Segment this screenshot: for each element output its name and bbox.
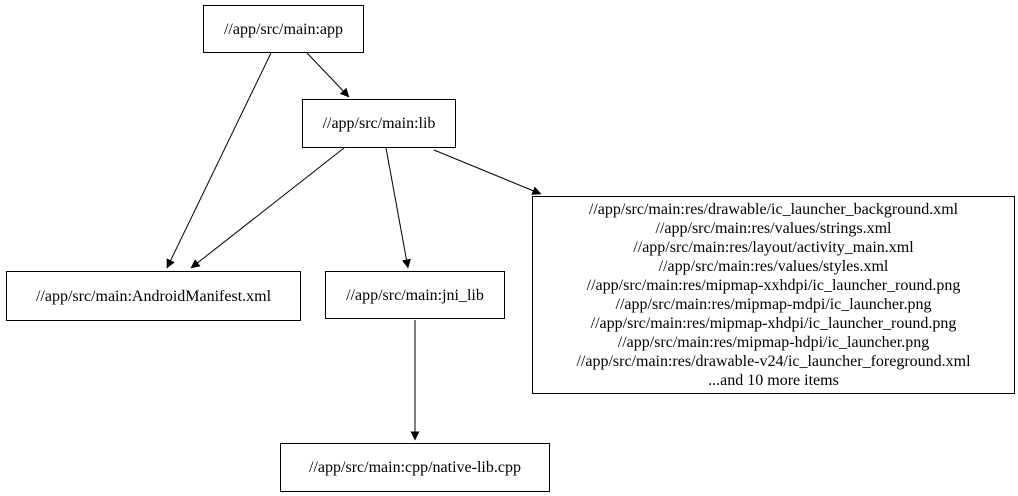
- edge-lib-to-androidmanifest: [190, 147, 345, 269]
- node-native-lib-cpp: //app/src/main:cpp/native-lib.cpp: [280, 443, 550, 492]
- edge-lib-to-resources: [433, 149, 542, 195]
- node-jni-lib: //app/src/main:jni_lib: [325, 271, 505, 319]
- node-native-lib-cpp-label: //app/src/main:cpp/native-lib.cpp: [309, 459, 521, 476]
- edge-lib-to-jnilib: [385, 147, 411, 269]
- edge-app-to-lib: [306, 52, 350, 98]
- node-jni-lib-label: //app/src/main:jni_lib: [346, 286, 484, 304]
- node-lib-label: //app/src/main:lib: [322, 115, 436, 132]
- node-app-label: //app/src/main:app: [223, 20, 344, 38]
- node-resources-group: //app/src/main:res/drawable/ic_launcher_…: [532, 196, 1015, 394]
- node-android-manifest-label: //app/src/main:AndroidManifest.xml: [35, 287, 272, 305]
- node-android-manifest: //app/src/main:AndroidManifest.xml: [6, 271, 301, 321]
- node-resources-group-lines: //app/src/main:res/drawable/ic_launcher_…: [576, 201, 971, 389]
- node-lib: //app/src/main:lib: [302, 99, 456, 148]
- edge-app-to-androidmanifest: [166, 52, 272, 269]
- node-app: //app/src/main:app: [203, 5, 364, 53]
